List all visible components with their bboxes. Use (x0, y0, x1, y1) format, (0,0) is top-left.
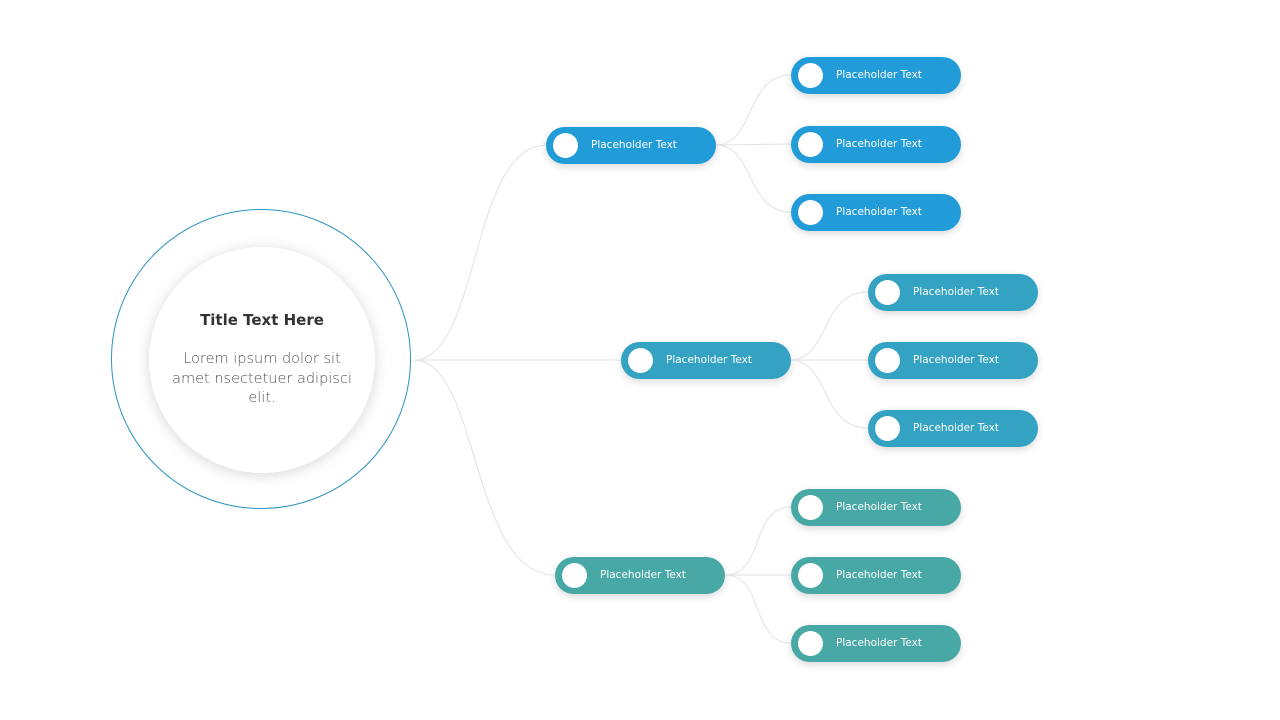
circle-icon (628, 348, 653, 373)
branch-1-child-1[interactable]: Placeholder Text (791, 57, 961, 94)
branch-1-child-2[interactable]: Placeholder Text (791, 126, 961, 163)
connector-center-branch-3 (413, 359, 556, 576)
connector-b2-c1 (789, 291, 869, 361)
connector-b1-c2 (715, 143, 792, 146)
branch-3-child-3-label: Placeholder Text (836, 637, 922, 649)
branch-3-child-3[interactable]: Placeholder Text (791, 625, 961, 662)
center-body-text: Lorem ipsum dolor sit amet nsectetuer ad… (172, 351, 352, 406)
branch-1-node[interactable]: Placeholder Text (546, 127, 716, 164)
branch-2-child-3-label: Placeholder Text (913, 422, 999, 434)
circle-icon (798, 495, 823, 520)
branch-3-child-2[interactable]: Placeholder Text (791, 557, 961, 594)
connector-b1-c3 (715, 144, 792, 213)
branch-2-child-2[interactable]: Placeholder Text (868, 342, 1038, 379)
branch-1-child-3[interactable]: Placeholder Text (791, 194, 961, 231)
connector-b2-c3 (789, 359, 869, 429)
branch-3-node[interactable]: Placeholder Text (555, 557, 725, 594)
branch-2-child-3[interactable]: Placeholder Text (868, 410, 1038, 447)
circle-icon (798, 631, 823, 656)
circle-icon (798, 563, 823, 588)
center-inner-disc (149, 247, 375, 473)
branch-2-child-1-label: Placeholder Text (913, 286, 999, 298)
branch-2-node[interactable]: Placeholder Text (621, 342, 791, 379)
branch-3-label: Placeholder Text (600, 569, 686, 581)
branch-2-child-1[interactable]: Placeholder Text (868, 274, 1038, 311)
circle-icon (553, 133, 578, 158)
connector-center-branch-1 (413, 144, 547, 361)
connector-b3-c3 (724, 574, 792, 644)
circle-icon (798, 132, 823, 157)
branch-1-label: Placeholder Text (591, 139, 677, 151)
branch-1-child-1-label: Placeholder Text (836, 69, 922, 81)
circle-icon (562, 563, 587, 588)
branch-3-child-2-label: Placeholder Text (836, 569, 922, 581)
circle-icon (798, 200, 823, 225)
circle-icon (875, 416, 900, 441)
circle-icon (875, 280, 900, 305)
branch-2-label: Placeholder Text (666, 354, 752, 366)
branch-3-child-1[interactable]: Placeholder Text (791, 489, 961, 526)
circle-icon (875, 348, 900, 373)
branch-1-child-2-label: Placeholder Text (836, 138, 922, 150)
center-title: Title Text Here (200, 311, 324, 329)
connector-b1-c1 (715, 74, 792, 146)
connector-b3-c1 (724, 506, 792, 576)
branch-3-child-1-label: Placeholder Text (836, 501, 922, 513)
branch-2-child-2-label: Placeholder Text (913, 354, 999, 366)
circle-icon (798, 63, 823, 88)
branch-1-child-3-label: Placeholder Text (836, 206, 922, 218)
